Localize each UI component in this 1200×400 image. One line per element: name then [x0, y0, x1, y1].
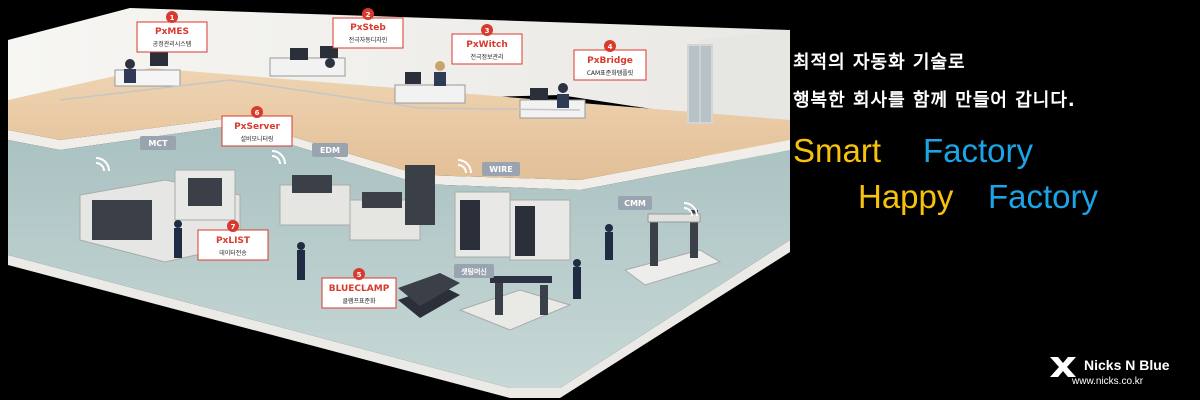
headline-line-1: 최적의 자동화 기술로	[793, 52, 966, 73]
svg-text:BLUECLAMP: BLUECLAMP	[329, 284, 390, 294]
svg-text:PxSteb: PxSteb	[350, 23, 386, 33]
svg-text:PxMES: PxMES	[155, 27, 189, 37]
wifi-icons	[95, 150, 698, 217]
svg-text:6: 6	[255, 109, 260, 117]
setting-machine	[458, 276, 572, 331]
nicks-logo-icon	[1050, 357, 1076, 377]
edm-machine	[279, 165, 435, 241]
svg-text:PxBridge: PxBridge	[587, 56, 633, 66]
machine-label-wire: WIRE	[482, 162, 520, 176]
svg-text:CMM: CMM	[624, 199, 646, 208]
svg-text:공정관리시스템: 공정관리시스템	[153, 40, 192, 48]
mezzanine-railing	[59, 79, 581, 111]
svg-text:PxLIST: PxLIST	[216, 236, 251, 246]
mezzanine-deck	[8, 68, 790, 180]
headline-line-2: 행복한 회사를 함께 만들어 갑니다.	[793, 90, 1076, 111]
office-desk-1	[114, 52, 181, 87]
svg-text:EDM: EDM	[320, 146, 340, 155]
machine-label-setting: 셋팅머신	[454, 264, 494, 278]
callout-pxmes: 1 PxMES 공정관리시스템	[136, 11, 208, 53]
callout-pxserver: 6 PxServer 설비모니터링	[221, 106, 293, 147]
svg-text:클램프표준화: 클램프표준화	[342, 298, 376, 305]
callout-blueclamp: 5 BLUECLAMP 클램프표준화	[321, 268, 397, 309]
svg-text:2: 2	[366, 11, 371, 19]
svg-text:설비모니터링: 설비모니터링	[240, 135, 273, 143]
office-desk-2	[269, 46, 346, 77]
deck-edge	[8, 118, 790, 190]
callout-pxbridge: 4 PxBridge CAM표준화템플릿	[573, 40, 647, 81]
svg-text:3: 3	[485, 27, 490, 35]
svg-text:셋팅머신: 셋팅머신	[461, 267, 487, 276]
worker-figures	[174, 220, 613, 299]
svg-text:PxWitch: PxWitch	[466, 40, 507, 50]
svg-text:전극자동디자인: 전극자동디자인	[349, 36, 388, 44]
machine-label-mct: MCT	[140, 136, 176, 150]
slogan-factory-1: Factory	[923, 132, 1034, 169]
cmm-machine	[623, 210, 722, 286]
slogan-happy: Happy	[858, 178, 954, 215]
callout-pxlist: 7 PxLIST 데이터전송	[197, 220, 269, 261]
callout-pxwitch: 3 PxWitch 전극정보관리	[451, 24, 523, 65]
logo-name: Nicks N Blue	[1084, 357, 1170, 373]
office-desk-3	[394, 61, 466, 104]
svg-text:1: 1	[170, 14, 175, 22]
logo-url: www.nicks.co.kr	[1072, 376, 1144, 387]
svg-text:4: 4	[608, 43, 613, 51]
clamp-rack	[398, 273, 460, 318]
svg-text:PxServer: PxServer	[234, 122, 280, 132]
slogan-factory-2: Factory	[988, 178, 1099, 215]
svg-text:5: 5	[357, 271, 362, 279]
svg-text:MCT: MCT	[148, 139, 168, 148]
wire-machine	[454, 191, 571, 261]
machine-label-edm: EDM	[312, 143, 348, 157]
svg-text:7: 7	[231, 223, 236, 231]
machine-label-cmm: CMM	[618, 196, 652, 210]
slogan-smart: Smart	[793, 132, 882, 169]
callout-pxsteb: 2 PxSteb 전극자동디자인	[332, 8, 404, 49]
svg-text:WIRE: WIRE	[489, 165, 512, 174]
floor-front-edge	[8, 240, 790, 398]
svg-text:데이터전송: 데이터전송	[219, 249, 247, 257]
svg-text:전극정보관리: 전극정보관리	[470, 53, 503, 61]
svg-text:CAM표준화템플릿: CAM표준화템플릿	[587, 70, 634, 77]
